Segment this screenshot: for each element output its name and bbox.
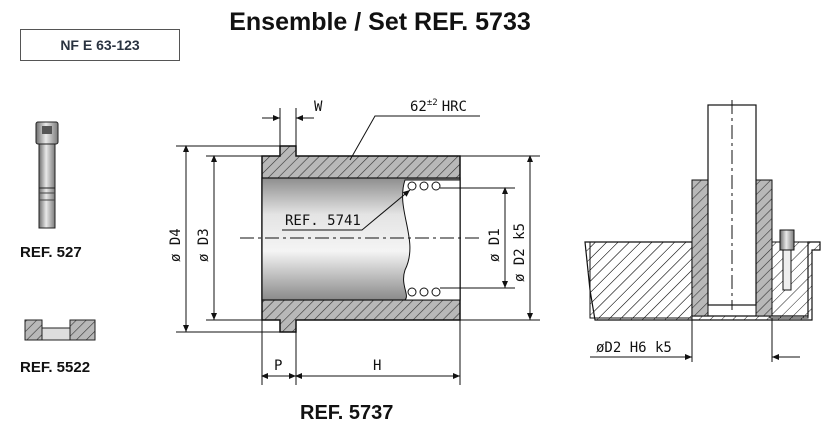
width-label: W — [314, 99, 323, 115]
bushing-ref-label: REF. 5737 — [300, 402, 394, 424]
bushing-drawing — [240, 145, 480, 333]
p-label: P — [274, 358, 282, 374]
screw-icon — [35, 121, 59, 229]
d3-label: ø D3 — [196, 228, 212, 262]
ball-cage-label: REF. 5741 — [285, 213, 361, 229]
h-label: H — [373, 358, 381, 374]
dimension-lines — [176, 108, 540, 385]
d2-label: ø D2 k5 — [512, 223, 528, 282]
washer-icon — [24, 319, 96, 341]
page-title: Ensemble / Set REF. 5733 — [229, 8, 531, 36]
fit-tolerance-label: øD2 H6 k5 — [596, 340, 672, 356]
standard-badge: NF E 63-123 — [20, 29, 180, 61]
assembly-section — [584, 100, 821, 362]
d1-label: ø D1 — [487, 228, 503, 262]
screw-ref-label: REF. 527 — [20, 244, 82, 261]
washer-ref-label: REF. 5522 — [20, 359, 91, 376]
d4-label: ø D4 — [168, 228, 184, 262]
